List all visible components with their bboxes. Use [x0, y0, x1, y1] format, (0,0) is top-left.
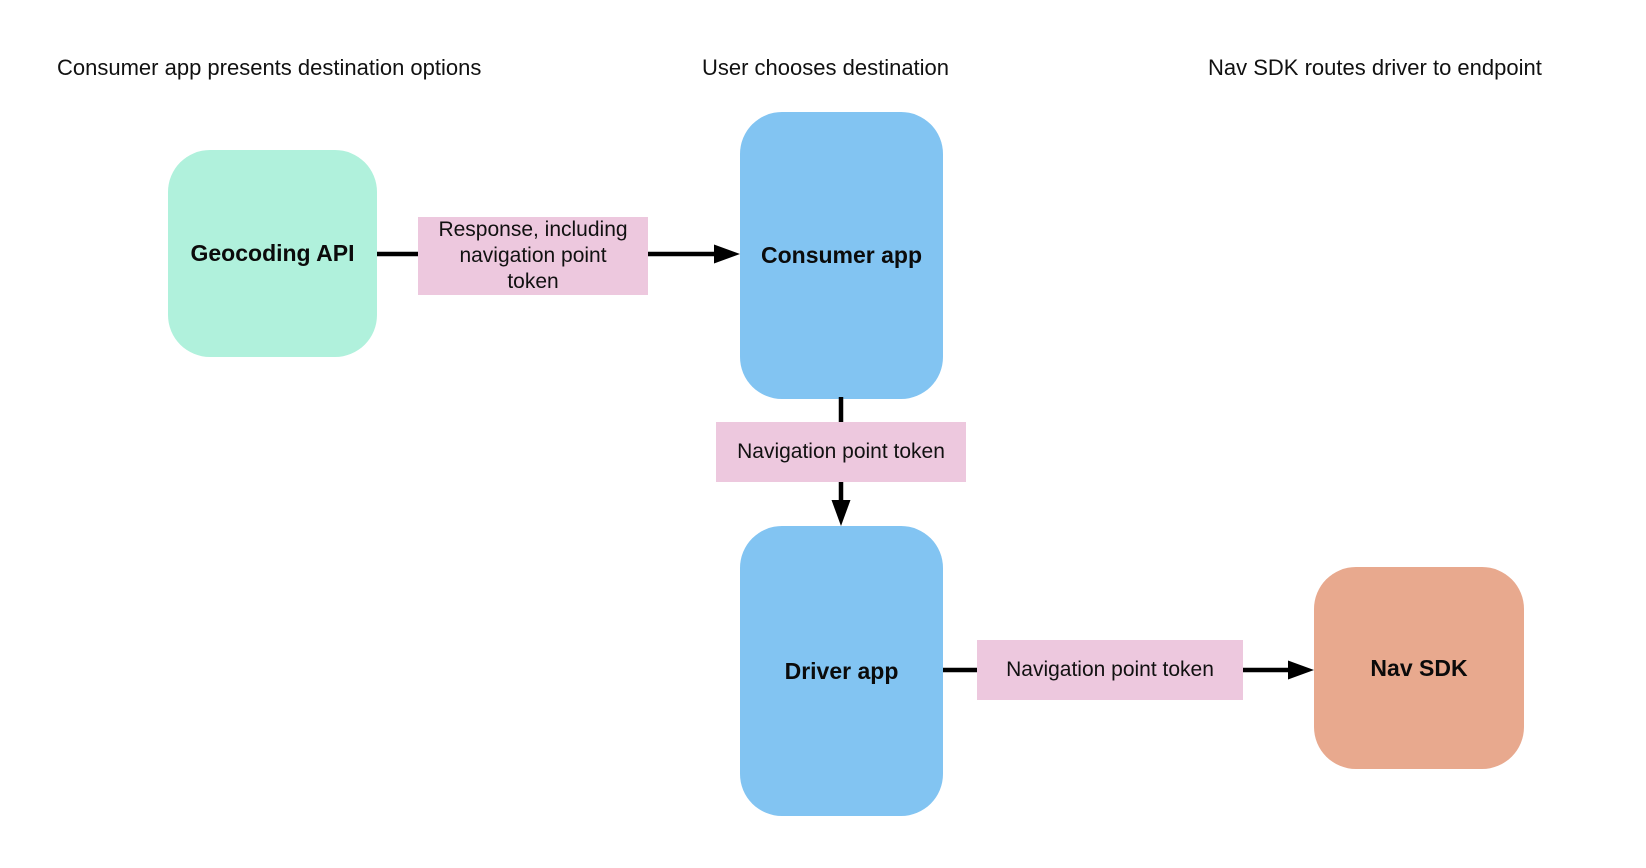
node-consumer-app-label: Consumer app [760, 242, 923, 268]
node-nav-sdk: Nav SDK [1314, 567, 1524, 769]
node-consumer-app: Consumer app [740, 112, 943, 399]
node-nav-sdk-label: Nav SDK [1370, 654, 1468, 681]
edge-label-navigation-point-token-2: Navigation point token [977, 640, 1243, 700]
edge-label-navigation-point-token-1: Navigation point token [716, 422, 966, 482]
column-header-nav-sdk-routes: Nav SDK routes driver to endpoint [1208, 55, 1542, 80]
node-geocoding-api-label: Geocoding API [190, 240, 355, 266]
node-driver-app: Driver app [740, 526, 943, 816]
node-geocoding-api: Geocoding API [168, 150, 377, 357]
node-driver-app-label: Driver app [784, 657, 899, 684]
column-header-consumer-presents: Consumer app presents destination option… [57, 55, 482, 80]
column-header-user-chooses: User chooses destination [702, 55, 950, 80]
edge-label-response-including-token: Response, including navigation point tok… [418, 217, 648, 295]
